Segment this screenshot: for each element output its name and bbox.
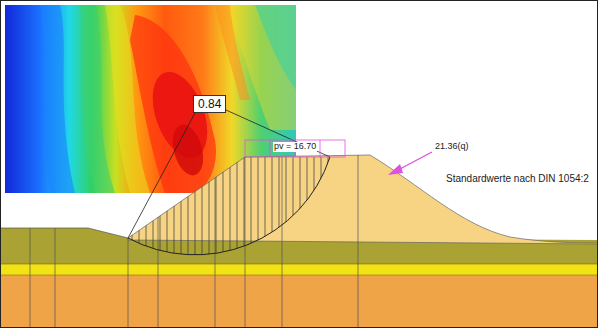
- hatch-line: [237, 150, 238, 260]
- hatch-line: [188, 150, 189, 260]
- hatch-line: [202, 150, 203, 260]
- surcharge-load: [245, 140, 345, 157]
- soil-layer: [0, 264, 598, 275]
- hatch-line: [160, 150, 161, 260]
- soil-layer: [0, 275, 598, 328]
- hatch-line: [265, 150, 266, 260]
- hatch-line: [272, 150, 273, 260]
- hatch-line: [314, 150, 315, 260]
- force-arrow: [388, 152, 432, 175]
- hatch-line: [300, 150, 301, 260]
- hatch-line: [230, 150, 231, 260]
- embankment: [128, 155, 598, 244]
- force-label: 21.36(q): [435, 142, 469, 152]
- hatch-line: [258, 150, 259, 260]
- hatch-line: [132, 150, 133, 260]
- slice-lines: [30, 155, 358, 328]
- hatch-line: [216, 150, 217, 260]
- note-text: Standardwerte nach DIN 1054:2: [446, 173, 589, 184]
- radius-line: [128, 113, 195, 238]
- hatch-line: [321, 150, 322, 260]
- radius-line: [226, 110, 330, 157]
- slice-hatching: [132, 150, 328, 260]
- hatch-line: [244, 150, 245, 260]
- hatch-line: [307, 150, 308, 260]
- hatch-line: [223, 150, 224, 260]
- hatch-line: [279, 150, 280, 260]
- safety-factor: 0.84: [198, 97, 221, 111]
- hatch-line: [181, 150, 182, 260]
- slip-circle: [128, 157, 330, 255]
- factor-box: 0.84: [193, 95, 226, 113]
- hatch-line: [293, 150, 294, 260]
- load-label: pv = 16.70: [273, 142, 317, 152]
- hatch-line: [286, 150, 287, 260]
- hatch-line: [174, 150, 175, 260]
- hatch-line: [153, 150, 154, 260]
- hatch-line: [209, 150, 210, 260]
- hatch-line: [328, 150, 329, 260]
- hatch-line: [195, 150, 196, 260]
